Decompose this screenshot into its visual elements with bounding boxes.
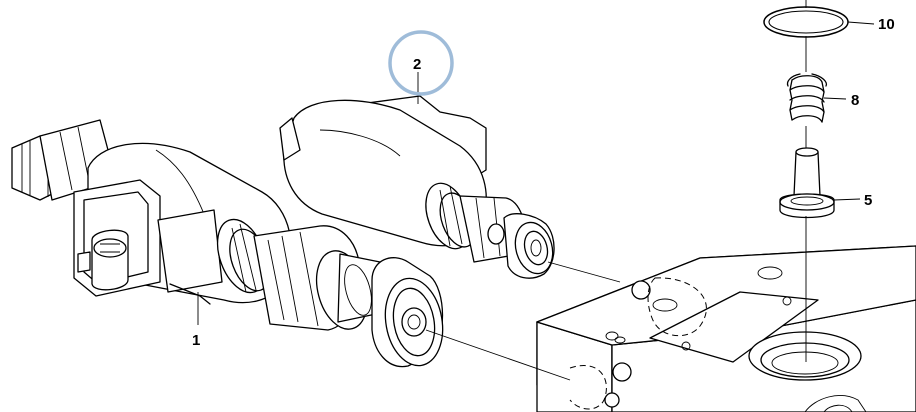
callout-2: 2 [413, 56, 421, 73]
leader-lines [197, 21, 875, 325]
assembly-lines [425, 0, 807, 381]
highlight-circle [388, 30, 454, 96]
part-2-solenoid-valve [279, 95, 555, 279]
callout-10: 10 [878, 16, 895, 33]
callout-8: 8 [851, 92, 859, 109]
part-8-spring [786, 73, 828, 123]
valve-block [536, 245, 916, 412]
callout-1: 1 [192, 332, 200, 349]
part-1-solenoid-valve [11, 119, 444, 368]
callout-5: 5 [864, 192, 872, 209]
part-5-valve-poppet [779, 147, 835, 219]
part-10-o-ring [763, 6, 849, 38]
